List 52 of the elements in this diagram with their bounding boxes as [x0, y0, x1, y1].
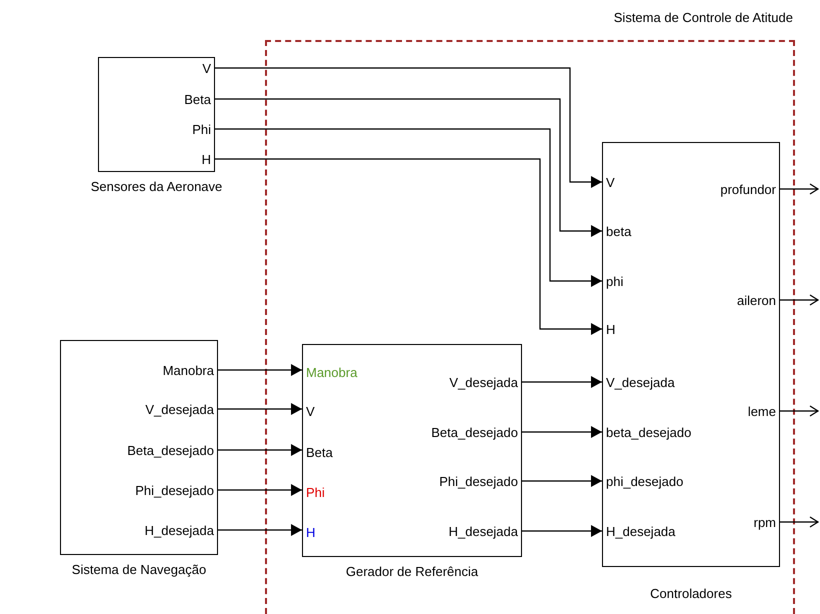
port-label: beta — [606, 224, 632, 240]
signal-arrow — [780, 405, 819, 417]
port-label: V — [202, 61, 211, 77]
port-label: profundor — [720, 182, 776, 198]
port-label: phi — [606, 274, 624, 290]
port-label: H — [306, 525, 316, 541]
port-label: Beta — [306, 445, 333, 461]
block-title: Sistema de Navegação — [72, 562, 206, 578]
signal-arrow — [215, 158, 602, 335]
port-label: Beta_desejado — [127, 443, 214, 459]
port-label: Manobra — [162, 363, 214, 379]
port-label: V — [306, 404, 315, 420]
signal-arrow — [218, 444, 302, 456]
port-label: Beta_desejado — [431, 425, 518, 441]
signal-arrow — [522, 376, 602, 388]
signal-arrow — [780, 183, 819, 195]
port-label: H_desejada — [144, 523, 214, 539]
signal-arrow — [522, 475, 602, 487]
signal-arrow — [522, 426, 602, 438]
signal-arrow — [218, 364, 302, 376]
signal-arrow — [522, 525, 602, 537]
port-label: Phi_desejado — [439, 474, 518, 490]
port-label: aileron — [736, 293, 776, 309]
port-label: V_desejada — [606, 375, 675, 391]
port-label: V_desejada — [449, 375, 518, 391]
port-label: H — [606, 322, 616, 338]
port-label: Manobra — [306, 365, 358, 381]
port-label: rpm — [754, 515, 776, 531]
signal-arrow — [218, 484, 302, 496]
port-label: Phi_desejado — [135, 483, 214, 499]
block-title: Gerador de Referência — [346, 564, 478, 580]
port-label: Phi — [306, 485, 325, 501]
signal-arrow — [215, 128, 602, 287]
port-label: leme — [748, 404, 776, 420]
subsystem-title: Sistema de Controle de Atitude — [614, 10, 793, 26]
port-label: phi_desejado — [606, 474, 684, 490]
port-label: H — [202, 152, 211, 168]
signal-arrow — [218, 524, 302, 536]
signal-arrow — [215, 98, 602, 237]
port-label: beta_desejado — [606, 425, 692, 441]
port-label: V — [606, 175, 615, 191]
port-label: H_desejada — [606, 524, 676, 540]
block-title: Controladores — [650, 586, 732, 602]
port-label: H_desejada — [448, 524, 518, 540]
port-label: Beta — [184, 92, 211, 108]
signal-arrow — [780, 516, 819, 528]
port-label: V_desejada — [145, 402, 214, 418]
signal-arrow — [218, 403, 302, 415]
block-title: Sensores da Aeronave — [90, 179, 222, 195]
port-label: Phi — [192, 122, 211, 138]
signal-arrow — [215, 67, 602, 188]
signal-arrow — [780, 294, 819, 306]
